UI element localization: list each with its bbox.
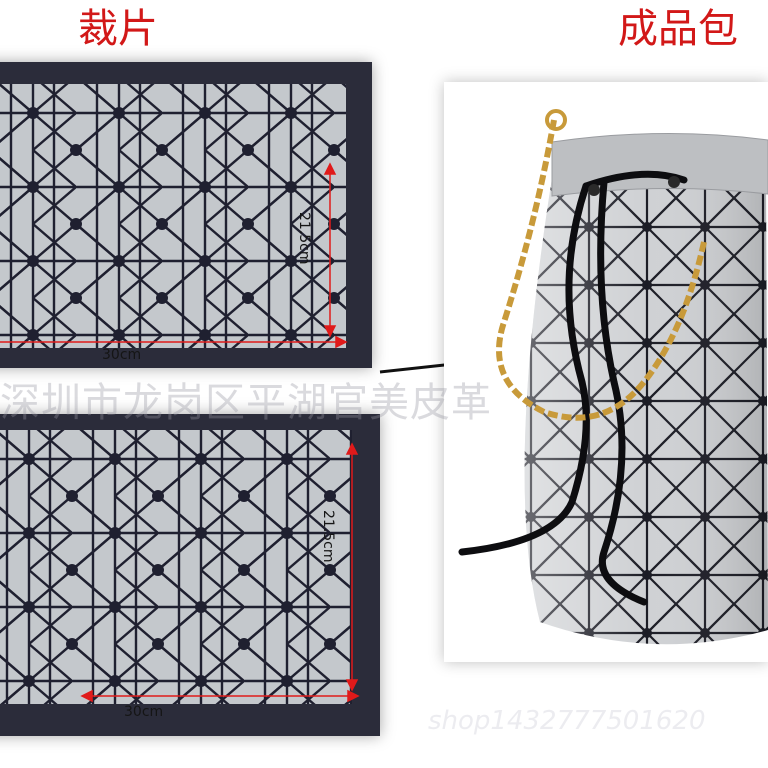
finished-bag-title: 成品包: [618, 6, 738, 52]
watermark-text: 深圳市龙岗区平湖官美皮革: [0, 380, 492, 426]
height-label-bottom: 21.5cm: [320, 510, 336, 563]
cut-pieces-title: 裁片: [78, 6, 158, 52]
shop-watermark: shop1432777501620: [428, 706, 706, 736]
bucket-bag-image: [458, 109, 768, 645]
width-label-top: 30cm: [102, 347, 142, 363]
height-label-top: 21.5cm: [296, 212, 312, 265]
geometric-pattern-top: [0, 84, 348, 349]
cut-sheet-top: 30cm 21.5cm: [0, 62, 372, 368]
width-label-bottom: 30cm: [124, 704, 164, 720]
geometric-pattern-bottom: [0, 430, 360, 704]
cut-sheet-bottom: 30cm 21.5cm: [0, 414, 380, 736]
finished-bag-photo: [444, 82, 768, 662]
